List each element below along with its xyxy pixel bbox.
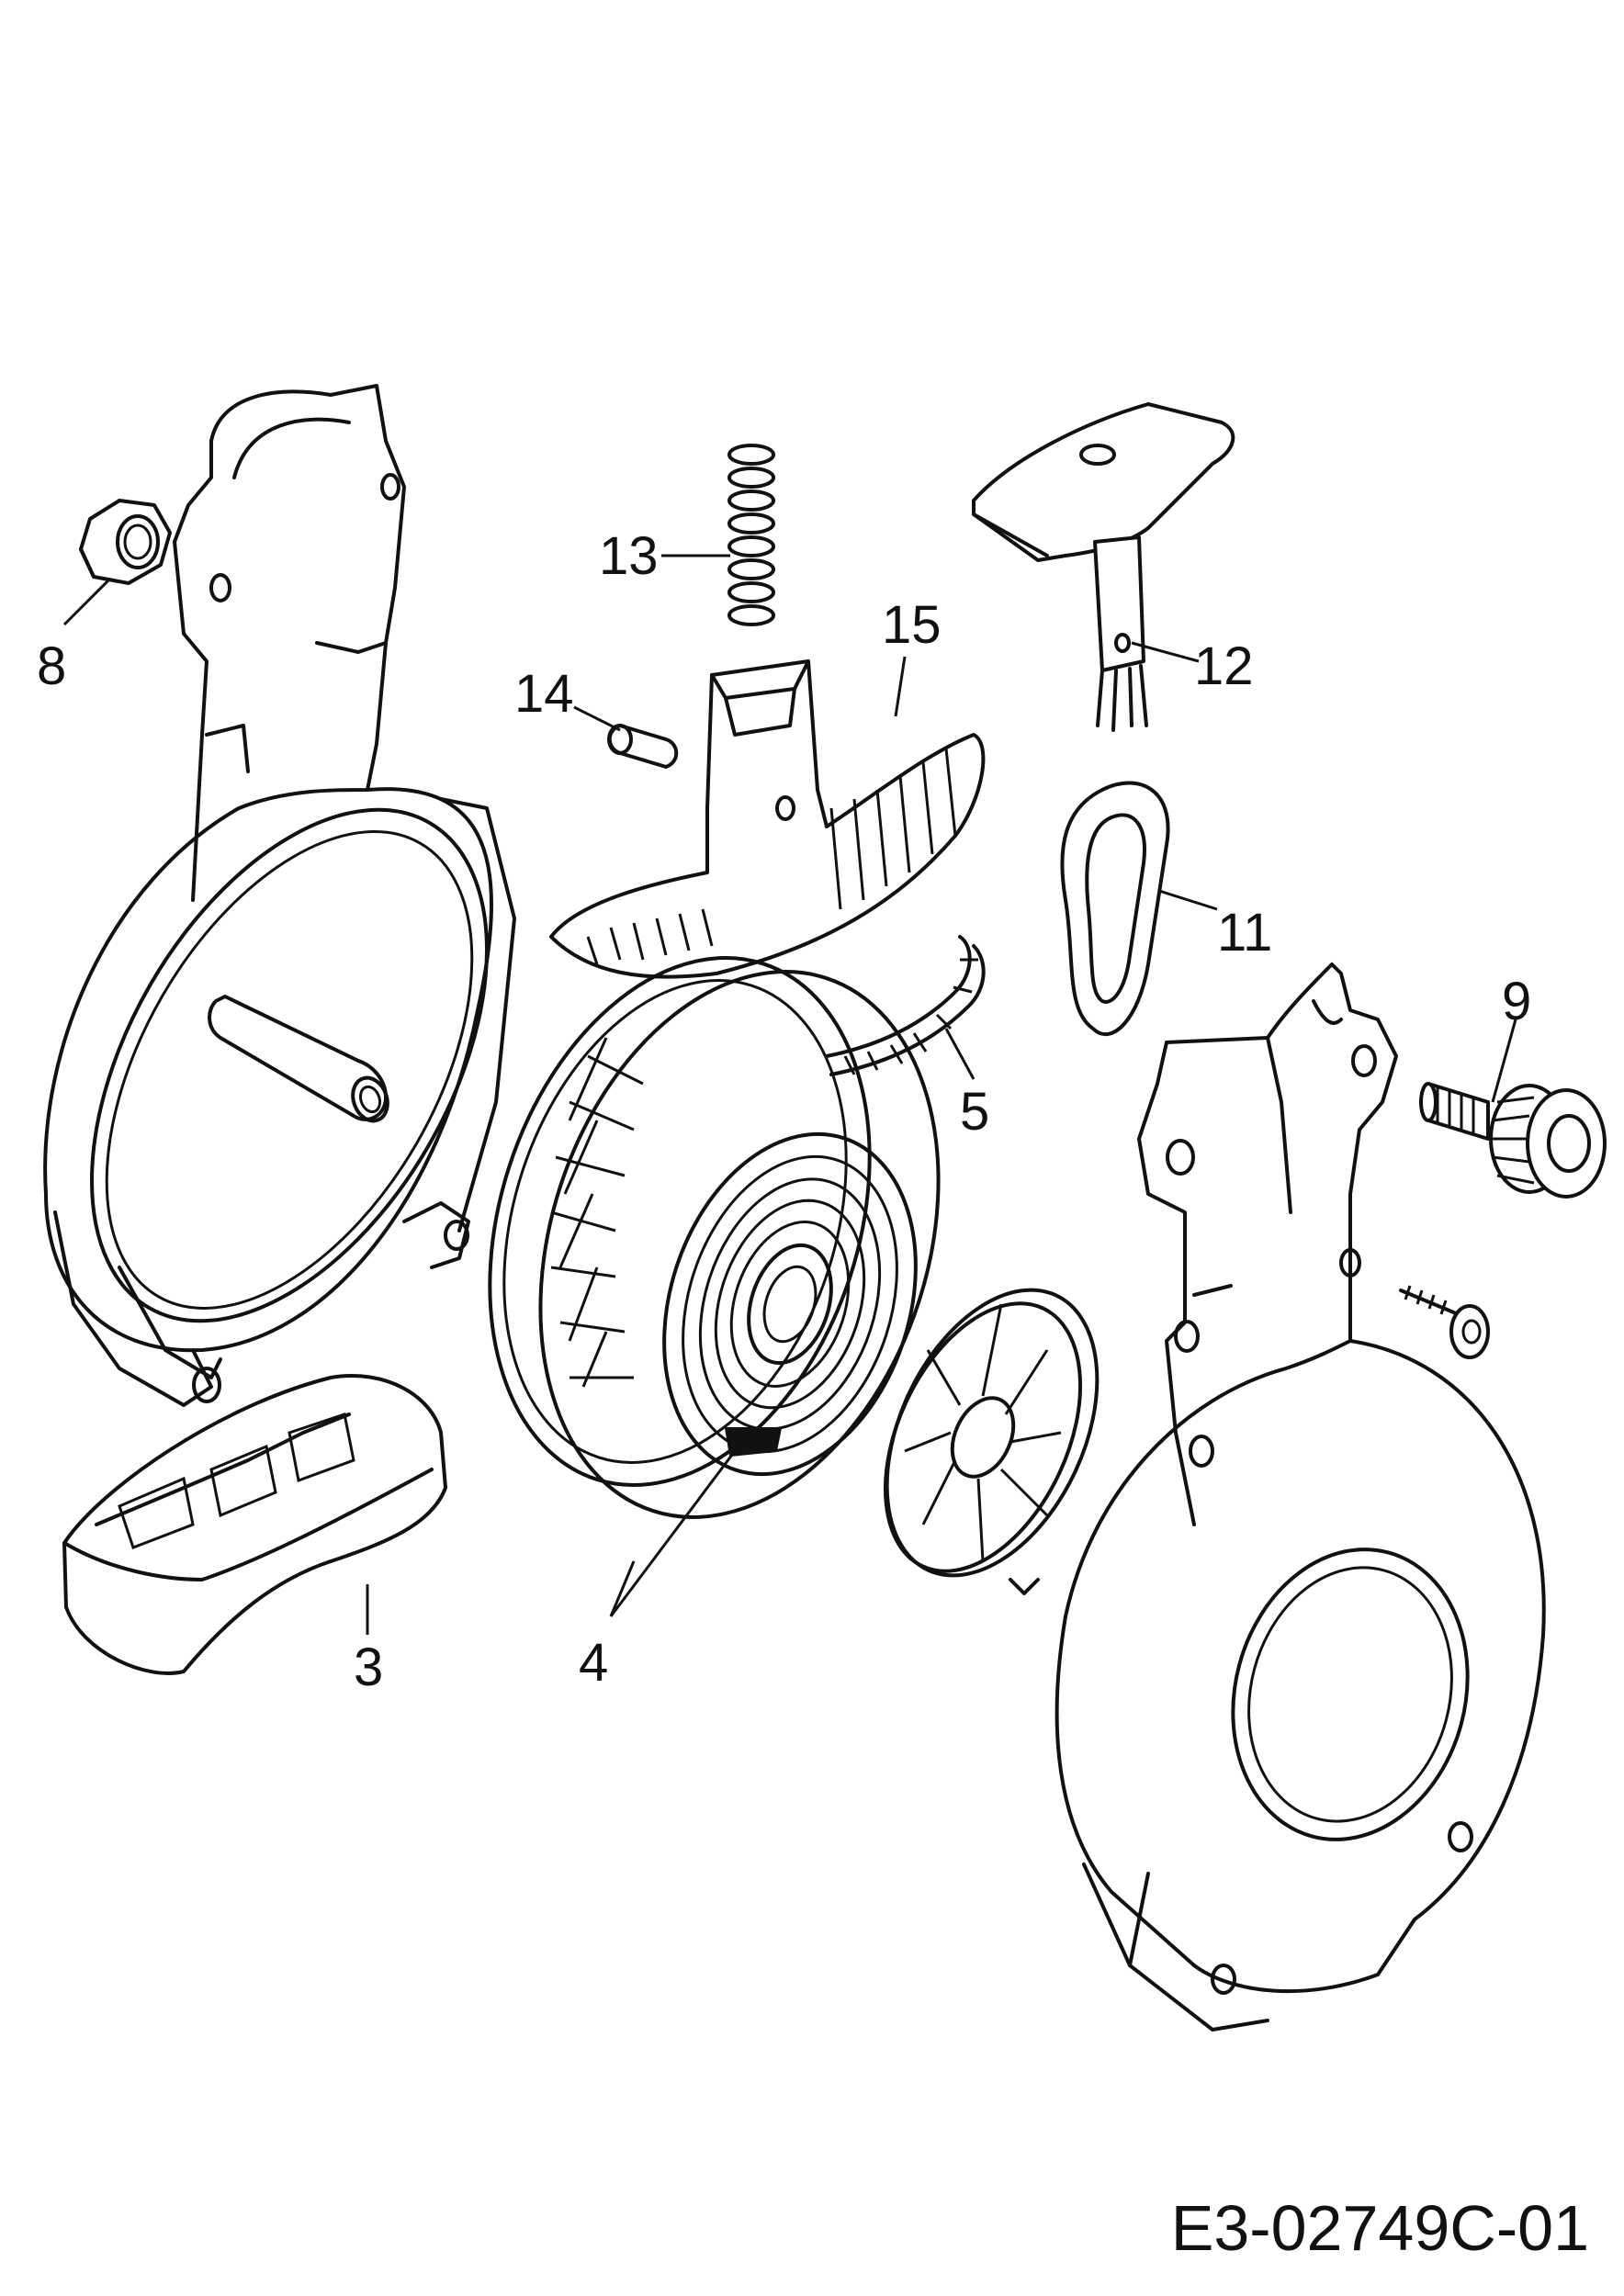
spring	[727, 444, 775, 626]
callout-5: 5	[960, 1082, 989, 1142]
screw	[1399, 1285, 1490, 1359]
callout-8: 8	[37, 636, 66, 696]
callout-9: 9	[1502, 972, 1531, 1031]
leader-11	[1158, 889, 1218, 911]
right-housing-half	[1054, 962, 1546, 2032]
callout-3: 3	[354, 1638, 383, 1697]
starter-handle-grip	[62, 1374, 447, 1675]
pin	[607, 724, 679, 769]
pawl-ratchet	[549, 659, 986, 979]
callout-14: 14	[514, 664, 574, 724]
leader-5	[944, 1028, 976, 1080]
t-handle	[972, 402, 1235, 732]
starter-pulley-reel	[488, 956, 941, 1519]
leader-15	[894, 656, 907, 717]
fan-wheel	[883, 1288, 1100, 1595]
callout-15: 15	[882, 595, 942, 655]
leader-4a	[609, 1450, 737, 1617]
leader-12	[1131, 641, 1200, 663]
hex-nut	[79, 499, 172, 585]
leader-14	[573, 705, 621, 732]
knob-bolt	[1419, 1082, 1607, 1199]
leader-lines	[62, 554, 1517, 1635]
callout-4: 4	[579, 1633, 608, 1693]
callout-11: 11	[1217, 903, 1272, 962]
diagram-code: E3-02749C-01	[1171, 2192, 1589, 2264]
callout-12: 12	[1194, 636, 1254, 696]
leader-4b	[609, 1560, 636, 1617]
carabiner	[1060, 781, 1170, 1036]
starter-rope	[825, 935, 986, 1076]
leader-8	[62, 577, 112, 626]
left-housing-half	[43, 384, 516, 1407]
leader-9	[1491, 1019, 1517, 1103]
callout-13: 13	[599, 526, 659, 586]
